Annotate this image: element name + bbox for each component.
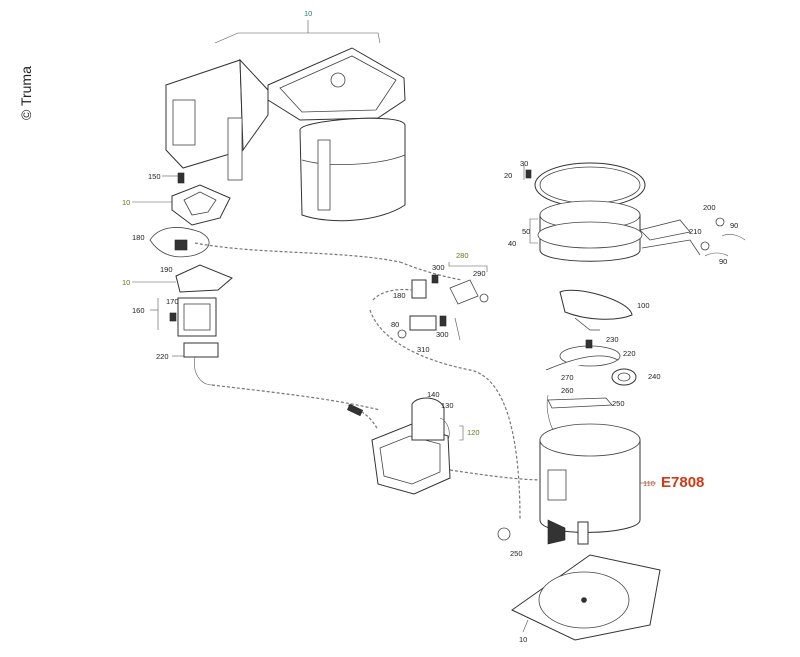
callout-260: 260 [561, 386, 574, 395]
callout-20: 20 [504, 171, 512, 180]
callout-240: 240 [648, 372, 661, 381]
callout-190: 190 [160, 265, 173, 274]
callout-160: 160 [132, 306, 145, 315]
callout-90-top: 90 [730, 221, 738, 230]
callout-180-mid: 180 [393, 291, 406, 300]
callout-100: 100 [637, 301, 650, 310]
callout-210: 210 [689, 227, 702, 236]
callout-120: 120 [467, 428, 480, 437]
combustion-chamber [497, 423, 656, 545]
outer-casing [165, 20, 406, 222]
base-plate [511, 554, 661, 641]
burner-assembly [545, 289, 637, 441]
control-bracket-assembly [132, 172, 401, 411]
callout-200: 200 [703, 203, 716, 212]
callout-220-left: 220 [156, 352, 169, 361]
callout-80: 80 [391, 320, 399, 329]
callout-90-bot: 90 [719, 257, 727, 266]
callout-10-bottom: 10 [519, 635, 527, 644]
callout-270: 270 [561, 373, 574, 382]
callout-170: 170 [166, 297, 179, 306]
callout-220-right: 220 [623, 349, 636, 358]
callout-10-top: 10 [304, 9, 312, 18]
callout-280: 280 [456, 251, 469, 260]
callout-300-top: 300 [432, 263, 445, 272]
callout-250-right: 250 [612, 399, 625, 408]
callout-30: 30 [520, 159, 528, 168]
flue-rings [523, 162, 746, 262]
callout-labels: 10 150 10 180 190 10 170 160 220 280 300… [122, 9, 738, 644]
product-code: E7808 [661, 474, 704, 491]
callout-150: 150 [148, 172, 161, 181]
callout-130: 130 [441, 401, 454, 410]
callout-180-left: 180 [132, 233, 145, 242]
valve-small-parts [372, 261, 489, 341]
callout-10-bracket: 10 [122, 198, 130, 207]
callout-290: 290 [473, 269, 486, 278]
gas-control-valve [346, 309, 546, 521]
callout-110: 110 [643, 479, 655, 488]
callout-250-bot: 250 [510, 549, 523, 558]
callout-50: 50 [522, 227, 530, 236]
callout-310: 310 [417, 345, 430, 354]
callout-40: 40 [508, 239, 516, 248]
callout-230: 230 [606, 335, 619, 344]
callout-140: 140 [427, 390, 440, 399]
callout-300-bot: 300 [436, 330, 449, 339]
callout-10-mid: 10 [122, 278, 130, 287]
